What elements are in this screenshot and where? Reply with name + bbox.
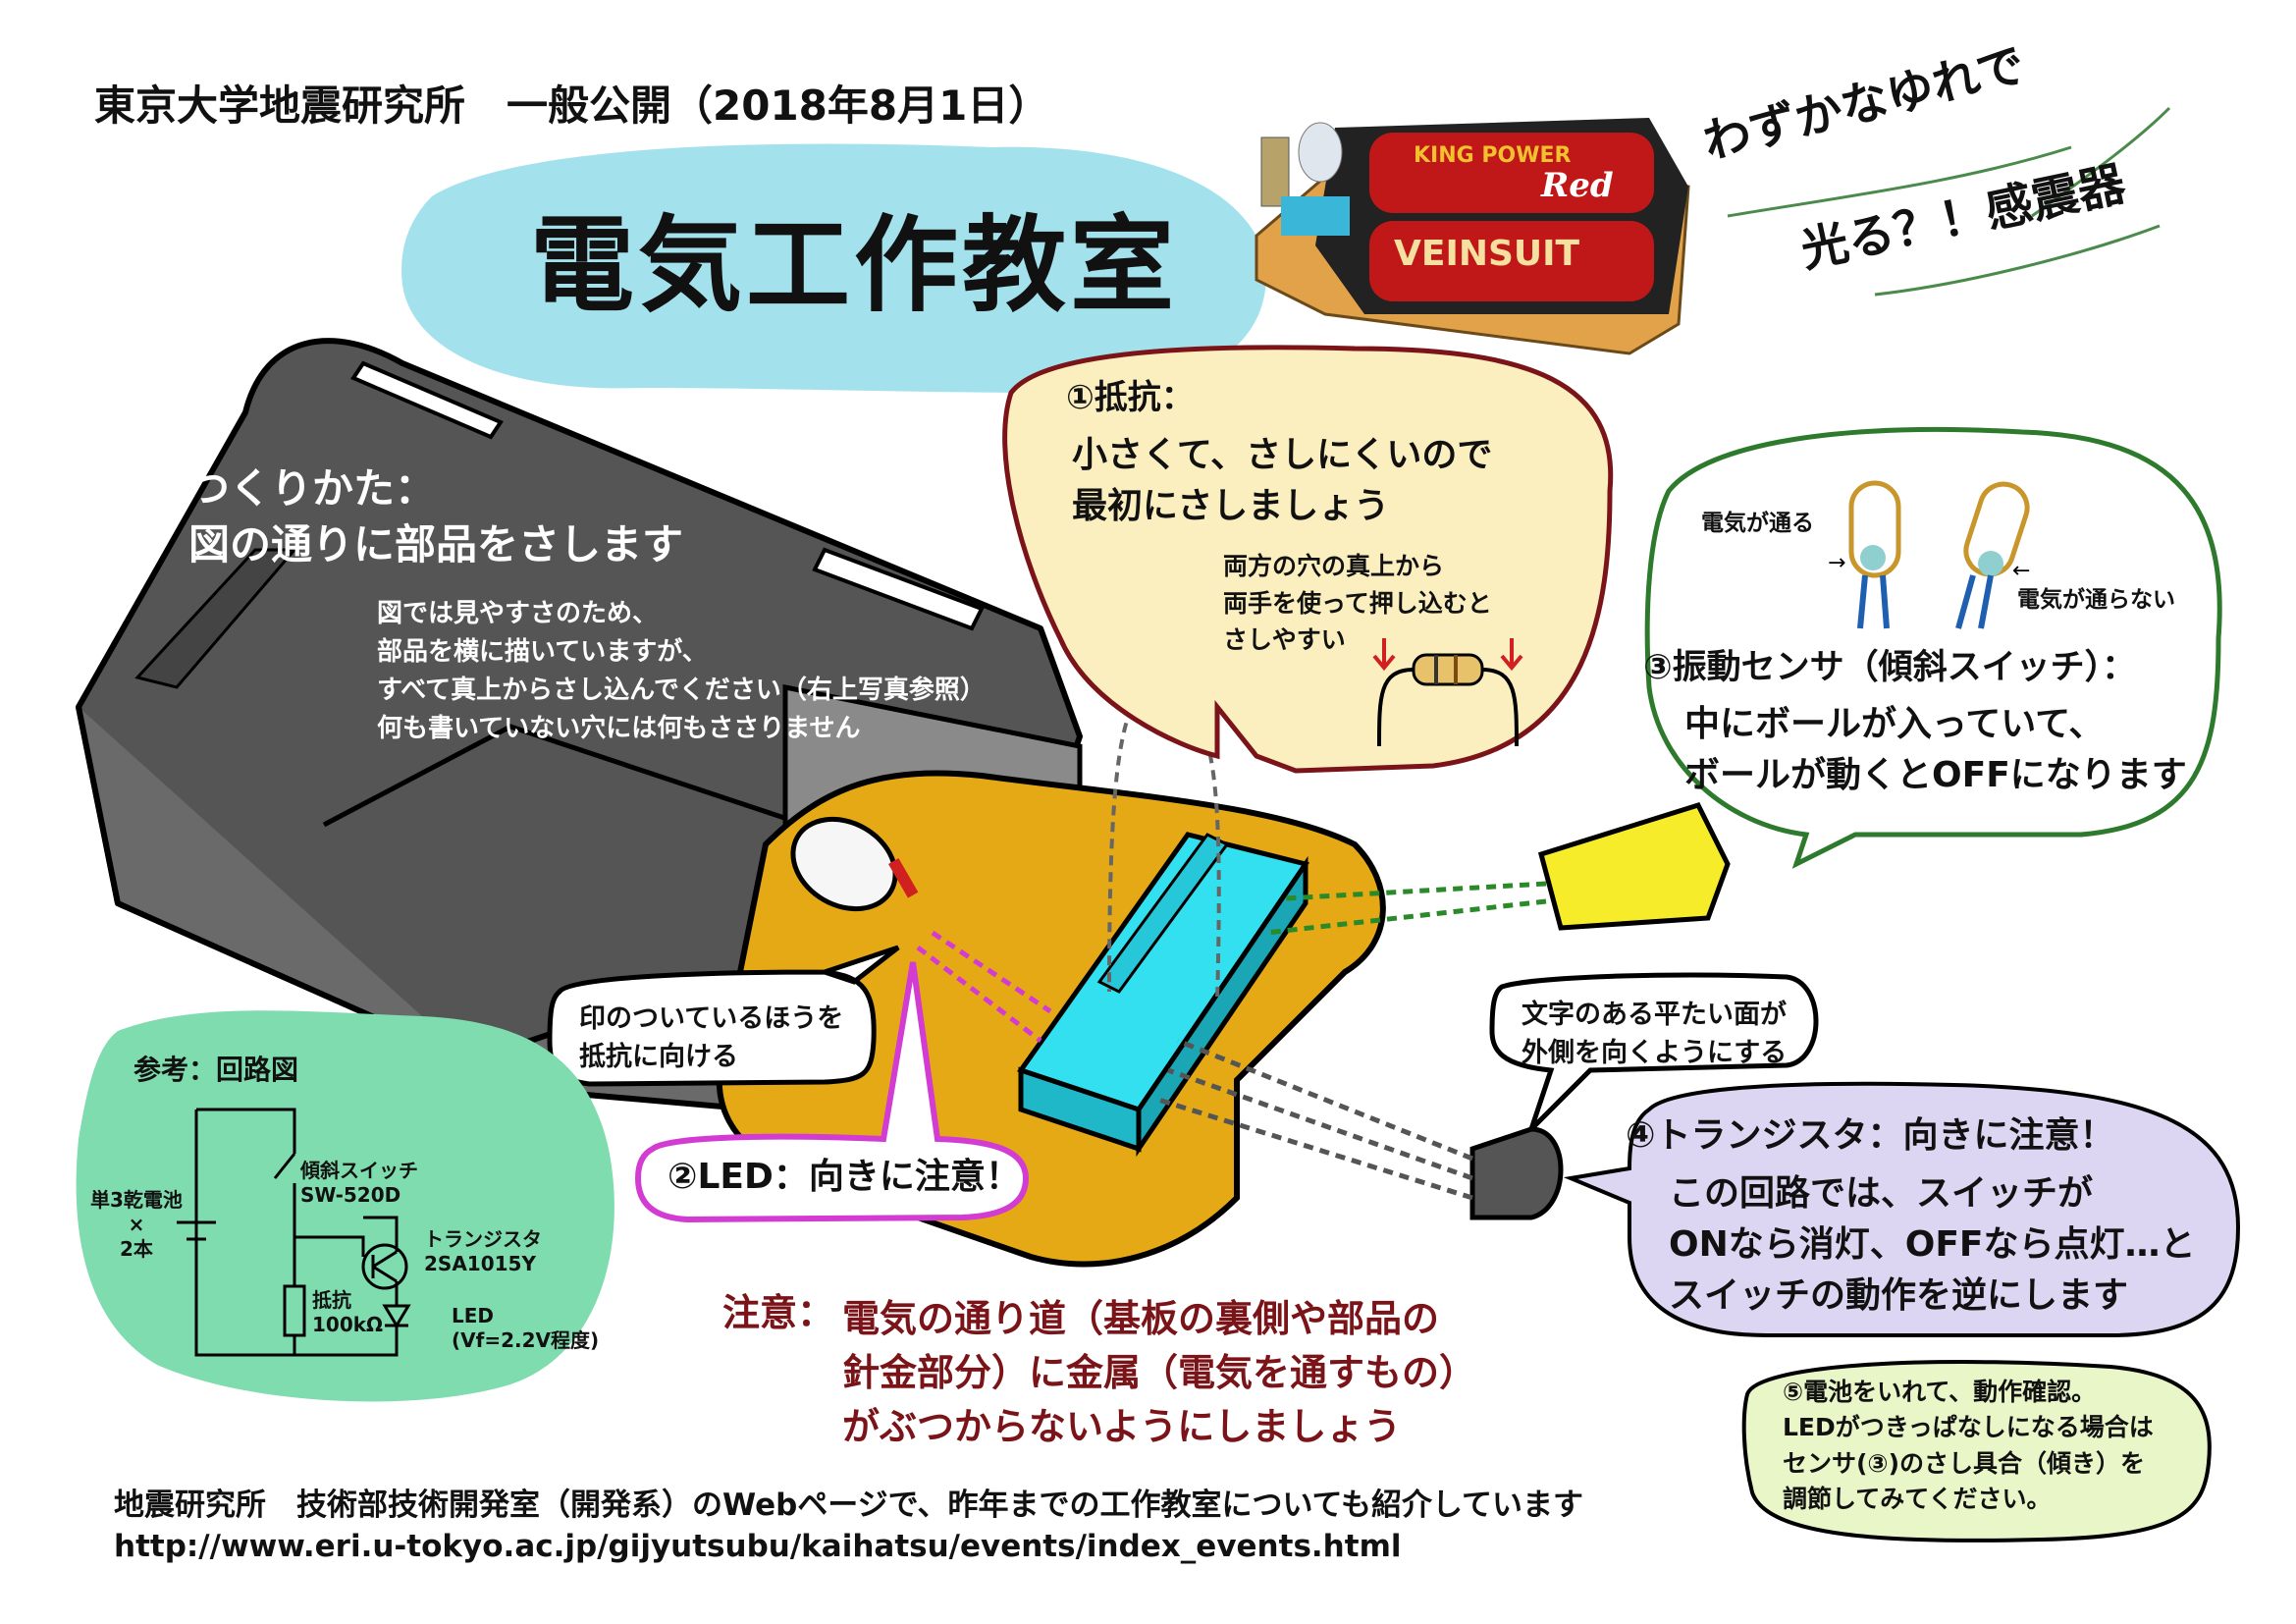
tilt-sensor-component xyxy=(1265,801,1731,936)
howto-notes: 図では見やすさのため、 部品を横に描いていますが、 すべて真上からさし込んでくだ… xyxy=(377,595,986,748)
step5-body: ⑤電池をいれて、動作確認。 LEDがつきっぱなしになる場合は センサ(③)のさし… xyxy=(1783,1375,2154,1517)
step4-heading: ④トランジスタ：向きに注意！ xyxy=(1626,1115,2115,1156)
circuit-schematic xyxy=(177,1108,411,1357)
photo-model: VEINSUIT xyxy=(1394,234,1580,274)
step1-heading: ①抵抗： xyxy=(1066,378,1195,417)
led-mark-note: 印のついているほうを 抵抗に向ける xyxy=(579,1000,843,1076)
circuit-transistor-line: 2SA1015Y xyxy=(424,1252,536,1275)
photo-brand: KING POWER xyxy=(1414,143,1571,168)
tilt-sensor-sketch-on xyxy=(1848,480,1901,629)
page-header: 東京大学地震研究所 一般公開（2018年8月1日） xyxy=(94,81,1050,130)
howto-note: 図では見やすさのため、 xyxy=(377,599,659,628)
product-photo: KING POWER Red VEINSUIT xyxy=(1255,118,1690,355)
transistor-face-note: 文字のある平たい面が 外側を向くようにする xyxy=(1522,996,1787,1072)
tagline-curve xyxy=(1874,224,2161,297)
step4-bubble xyxy=(1563,1081,2241,1337)
circuit-battery-label: 単3乾電池 × 2本 xyxy=(90,1188,183,1262)
caution-body: 電気の通り道（基板の裏側や部品の 針金部分）に金属（電気を通すもの） がぶつから… xyxy=(842,1292,1476,1454)
resistor-sketch xyxy=(1372,638,1523,747)
step3-heading: ③振動センサ（傾斜スイッチ）： xyxy=(1643,648,2137,687)
step5-body-line: 調節してみてください。 xyxy=(1783,1484,2052,1513)
step2-label: ②LED：向きに注意！ xyxy=(667,1157,1021,1197)
circuit-switch-line: SW-520D xyxy=(300,1183,401,1207)
step1-body-line: 最初にさしましょう xyxy=(1072,486,1390,527)
howto-heading: つくりかた： 図の通りに部品をさします xyxy=(188,461,683,572)
howto-note: 何も書いていない穴には何もささりません xyxy=(377,714,861,743)
circuit-title: 参考：回路図 xyxy=(133,1054,299,1086)
step3-bubble xyxy=(1644,427,2222,869)
sensor-no-conduct-label: 電気が通らない xyxy=(2017,587,2175,613)
step4-body-line: スイッチの動作を逆にします xyxy=(1669,1275,2129,1317)
circuit-battery-line: × xyxy=(128,1213,145,1236)
howto-note: 部品を横に描いていますが、 xyxy=(377,637,708,667)
circuit-resistor-line: 抵抗 xyxy=(312,1288,351,1312)
tagline-curve xyxy=(2031,106,2171,218)
footer-text: 地震研究所 技術部技術開発室（開発系）のWebページで、昨年までの工作教室につい… xyxy=(114,1488,1584,1523)
title-blob xyxy=(401,143,1267,393)
caution-line: がぶつからないようにしましょう xyxy=(842,1405,1402,1449)
photo-red: Red xyxy=(1540,166,1614,205)
step4-body: この回路では、スイッチが ONなら消灯、OFFなら点灯…と スイッチの動作を逆に… xyxy=(1669,1168,2196,1323)
step5-body-line: LEDがつきっぱなしになる場合は xyxy=(1783,1413,2154,1442)
circuit-led-line: LED xyxy=(452,1304,495,1327)
led-component xyxy=(790,816,1052,1043)
step5-bubble xyxy=(1741,1360,2212,1543)
howto-note: すべて真上からさし込んでください（右上写真参照） xyxy=(377,676,986,705)
circuit-battery-line: 単3乾電池 xyxy=(90,1188,183,1212)
led-mark-callout xyxy=(547,945,900,1087)
circuit-switch-label: 傾斜スイッチ SW-520D xyxy=(300,1159,418,1208)
circuit-battery-line: 2本 xyxy=(120,1237,153,1261)
led-mark-line: 抵抗に向ける xyxy=(579,1042,738,1073)
step4-body-line: この回路では、スイッチが xyxy=(1669,1173,2094,1214)
transistor-face-line: 外側を向くようにする xyxy=(1522,1038,1788,1069)
page-title: 電気工作教室 xyxy=(530,205,1178,326)
step5-body-line: ⑤電池をいれて、動作確認。 xyxy=(1783,1378,2097,1406)
arrow-left-icon: ← xyxy=(2012,559,2030,583)
sensor-conduct-label: 電気が通る xyxy=(1701,511,1814,536)
circuit-led-line: (Vf=2.2V程度) xyxy=(452,1328,600,1352)
arrow-right-icon: → xyxy=(1828,551,1845,575)
step1-note-line: 両手を使って押し込むと xyxy=(1223,588,1492,618)
circuit-resistor-label: 抵抗 100kΩ xyxy=(312,1288,383,1337)
step3-body-line: ボールが動くとOFFになります xyxy=(1684,755,2187,796)
step1-note-line: さしやすい xyxy=(1223,625,1346,654)
caution-line: 電気の通り道（基板の裏側や部品の xyxy=(842,1297,1440,1340)
caution-line: 針金部分）に金属（電気を通すもの） xyxy=(842,1351,1477,1395)
circuit-transistor-line: トランジスタ xyxy=(424,1227,542,1251)
step1-body-line: 小さくて、さしにくいので xyxy=(1072,435,1493,475)
step1-note-line: 両方の穴の真上から xyxy=(1223,552,1445,580)
howto-heading-line: 図の通りに部品をさします xyxy=(188,519,684,568)
step1-body: 小さくて、さしにくいので 最初にさしましょう xyxy=(1072,430,1492,532)
circuit-led-label: LED (Vf=2.2V程度) xyxy=(452,1304,599,1353)
step3-body-line: 中にボールが入っていて、 xyxy=(1684,704,2105,744)
howto-heading-line: つくりかた： xyxy=(188,464,437,513)
step5-body-line: センサ(③)のさし具合（傾き）を xyxy=(1783,1448,2146,1478)
transistor-face-line: 文字のある平たい面が xyxy=(1522,1000,1787,1030)
transistor-callout xyxy=(1489,972,1819,1131)
breadboard xyxy=(1017,832,1310,1158)
tagline-curve xyxy=(1727,145,2072,218)
caution-heading: 注意： xyxy=(722,1291,835,1334)
led-mark-line: 印のついているほうを xyxy=(579,1003,844,1034)
circuit-transistor-label: トランジスタ 2SA1015Y xyxy=(424,1227,542,1276)
tilt-sensor-sketch-off xyxy=(1955,481,2030,629)
step3-body: 中にボールが入っていて、 ボールが動くとOFFになります xyxy=(1684,699,2187,801)
step1-note: 両方の穴の真上から 両手を使って押し込むと さしやすい xyxy=(1223,548,1492,659)
circuit-resistor-line: 100kΩ xyxy=(312,1313,384,1336)
transistor-component xyxy=(1157,1038,1564,1220)
step4-body-line: ONなら消灯、OFFなら点灯…と xyxy=(1669,1224,2196,1266)
footer-url[interactable]: http://www.eri.u-tokyo.ac.jp/gijyutsubu/… xyxy=(114,1529,1402,1564)
led2-callout xyxy=(634,961,1030,1223)
circuit-switch-line: 傾斜スイッチ xyxy=(300,1159,418,1182)
